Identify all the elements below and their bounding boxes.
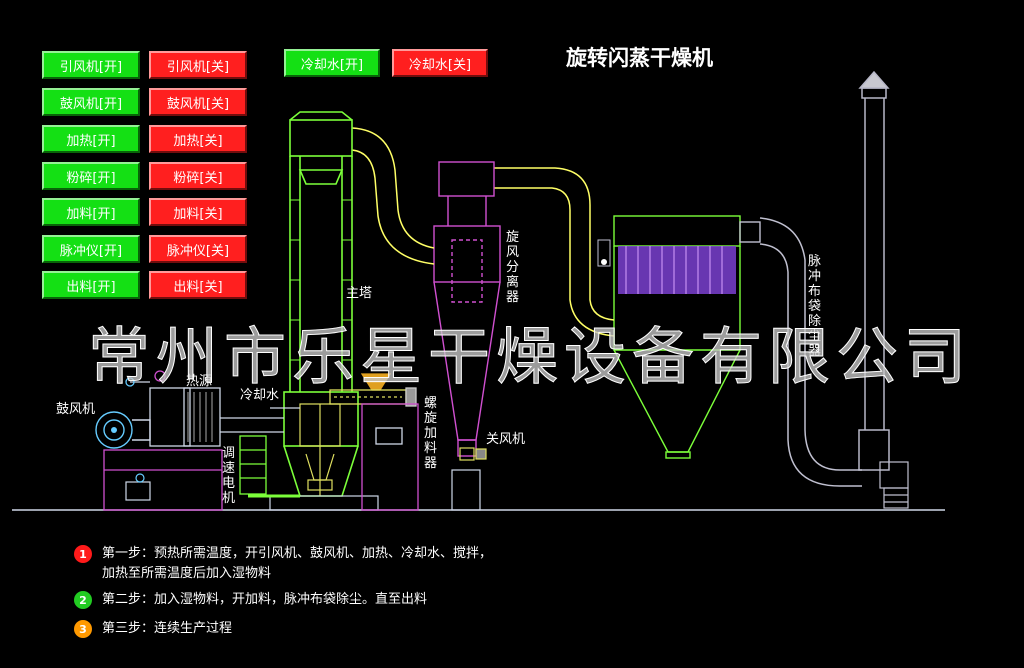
exhaust-duct (759, 217, 862, 487)
pulse-on-button[interactable]: 脉冲仪[开] (42, 235, 140, 263)
cyclone-label: 旋风分离器 (506, 230, 520, 305)
step-1-text: 第一步：预热所需温度，开引风机、鼓风机、加热、冷却水、搅拌， (102, 546, 493, 561)
cyclone-to-filter-duct (494, 167, 615, 337)
cooling-water-off-button[interactable]: 冷却水[关] (392, 49, 488, 77)
discharge-on-button[interactable]: 出料[开] (42, 271, 140, 299)
speed-motor-label: 调速电机 (222, 446, 236, 506)
step-3: 3 第三步：连续生产过程 (74, 620, 232, 639)
closing-fan-label: 关风机 (486, 432, 526, 447)
step-1-text-2: 加热至所需温度后加入湿物料 (102, 566, 272, 581)
cooling-water-label: 冷却水 (240, 388, 280, 403)
step-1-number: 1 (74, 545, 92, 563)
blower-on-button[interactable]: 鼓风机[开] (42, 88, 140, 116)
heat-source-label: 热源 (186, 374, 213, 389)
main-tower (283, 111, 359, 497)
feed-on-button[interactable]: 加料[开] (42, 198, 140, 226)
heating-on-button[interactable]: 加热[开] (42, 125, 140, 153)
step-2-text: 第二步：加入湿物料，开加料，脉冲布袋除尘。直至出料 (102, 592, 428, 607)
tower-base (269, 495, 379, 511)
crush-on-button[interactable]: 粉碎[开] (42, 162, 140, 190)
cyclone-stand (451, 469, 481, 511)
induced-fan-off-button[interactable]: 引风机[关] (149, 51, 247, 79)
step-1: 1 第一步：预热所需温度，开引风机、鼓风机、加热、冷却水、搅拌， 加热至所需温度… (74, 545, 492, 584)
pulse-off-button[interactable]: 脉冲仪[关] (149, 235, 247, 263)
cyclone-separator (433, 161, 501, 457)
step-2-number: 2 (74, 591, 92, 609)
blower-drawing (95, 411, 151, 449)
page-title: 旋转闪蒸干燥机 (566, 46, 713, 70)
closing-fan-valve (459, 447, 487, 461)
heat-source-drawing (125, 370, 284, 447)
induced-fan-on-button[interactable]: 引风机[开] (42, 51, 140, 79)
step-3-number: 3 (74, 620, 92, 638)
induced-fan (879, 461, 909, 509)
blower-off-button[interactable]: 鼓风机[关] (149, 88, 247, 116)
step-3-text: 第三步：连续生产过程 (102, 621, 233, 636)
crush-off-button[interactable]: 粉碎[关] (149, 162, 247, 190)
discharge-off-button[interactable]: 出料[关] (149, 271, 247, 299)
step-2: 2 第二步：加入湿物料，开加料，脉冲布袋除尘。直至出料 (74, 591, 427, 610)
company-watermark: 常州市乐星干燥设备有限公司 (87, 320, 973, 394)
speed-motor-drawing (239, 435, 267, 495)
cooling-water-on-button[interactable]: 冷却水[开] (284, 49, 380, 77)
agitator (299, 403, 341, 496)
main-tower-label: 主塔 (346, 286, 373, 301)
blower-label: 鼓风机 (56, 402, 96, 417)
heating-off-button[interactable]: 加热[关] (149, 125, 247, 153)
blower-stand (103, 449, 223, 511)
filter-bags (597, 239, 736, 294)
chimney (858, 70, 890, 471)
bag-filter-label: 脉冲布袋除尘器 (808, 254, 822, 359)
feed-off-button[interactable]: 加料[关] (149, 198, 247, 226)
screw-feeder-drawing (329, 373, 419, 511)
tower-to-cyclone-duct (351, 127, 435, 265)
screw-feeder-label: 螺旋加料器 (424, 396, 438, 471)
blower-motor (125, 473, 151, 501)
